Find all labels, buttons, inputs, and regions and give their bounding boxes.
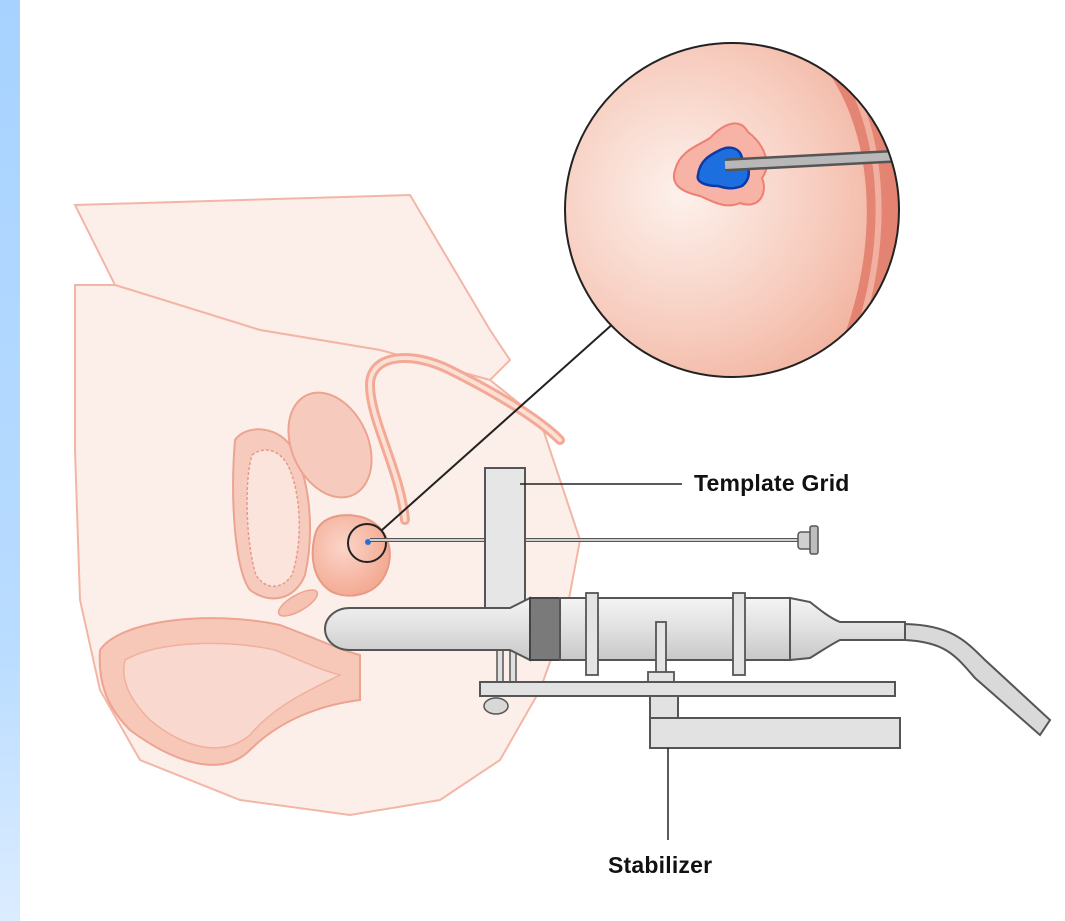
stabilizer-label: Stabilizer [608,852,712,879]
diagram-svg [20,0,1065,921]
stabilizer [480,682,900,748]
diagram-stage: Template Grid Stabilizer [20,0,1065,921]
zoom-circle [565,40,920,390]
template-grid-label: Template Grid [694,470,850,497]
left-accent-bar [0,0,20,921]
